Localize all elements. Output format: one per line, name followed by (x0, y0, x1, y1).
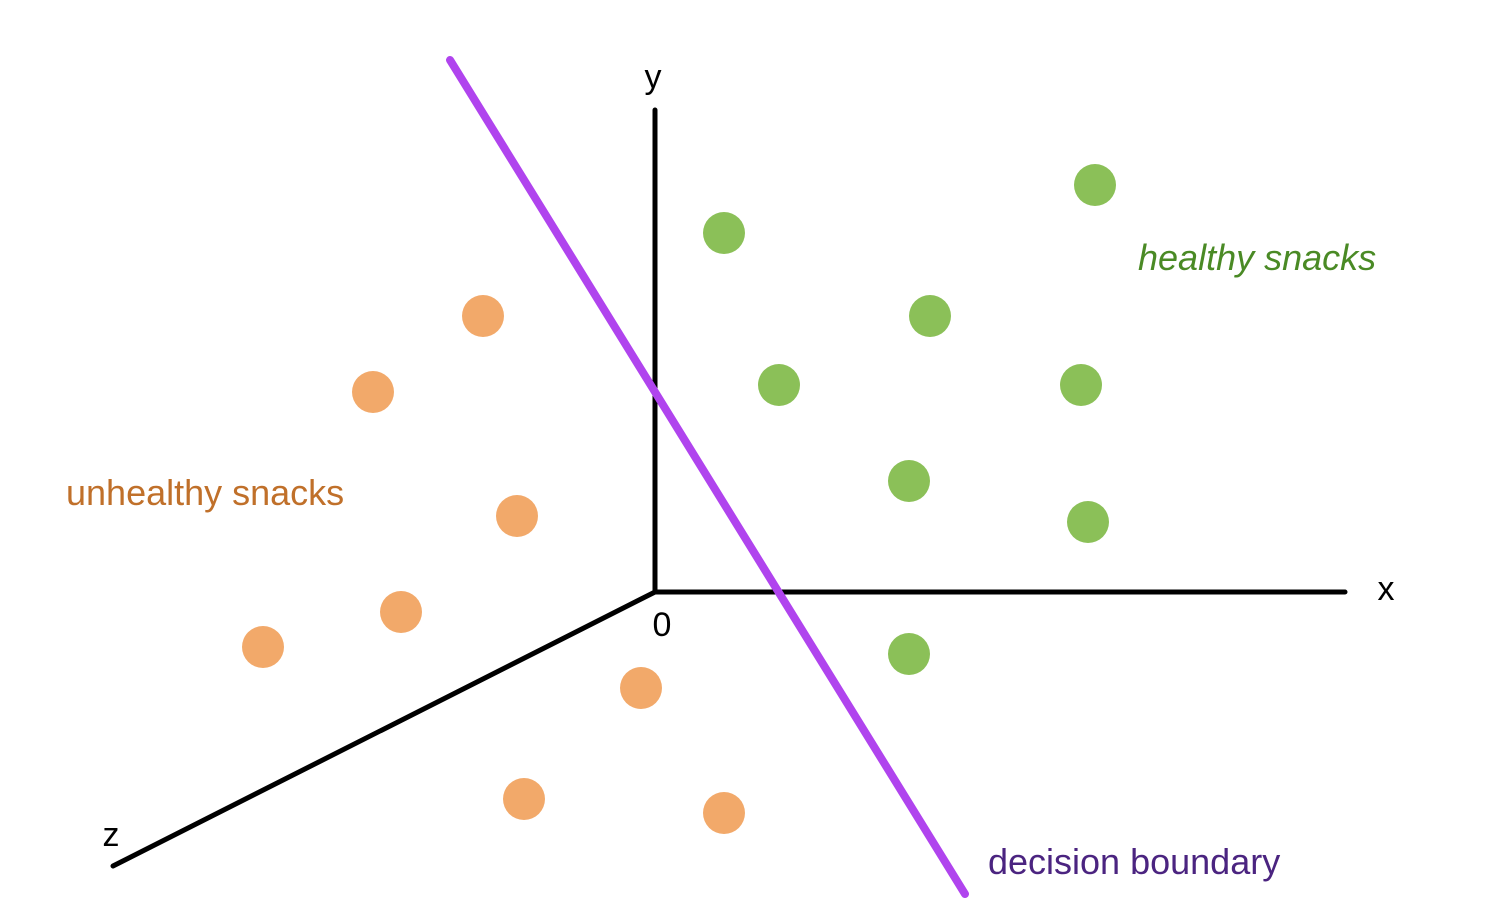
healthy-points-group (703, 164, 1116, 675)
unhealthy-point-8 (703, 792, 745, 834)
x-axis-label: x (1378, 570, 1395, 608)
decision-boundary-label: decision boundary (988, 841, 1280, 882)
unhealthy-point-5 (242, 626, 284, 668)
healthy-snacks-label: healthy snacks (1138, 237, 1376, 278)
healthy-point-5 (1060, 364, 1102, 406)
healthy-point-8 (888, 633, 930, 675)
healthy-point-2 (703, 212, 745, 254)
healthy-point-7 (1067, 501, 1109, 543)
unhealthy-point-4 (380, 591, 422, 633)
origin-label: 0 (653, 606, 672, 644)
z-axis-label: z (103, 816, 120, 854)
unhealthy-point-1 (462, 295, 504, 337)
unhealthy-point-2 (352, 371, 394, 413)
healthy-point-3 (909, 295, 951, 337)
healthy-point-4 (758, 364, 800, 406)
healthy-point-6 (888, 460, 930, 502)
unhealthy-points-group (242, 295, 745, 834)
unhealthy-snacks-label: unhealthy snacks (66, 472, 344, 513)
unhealthy-point-3 (496, 495, 538, 537)
healthy-point-1 (1074, 164, 1116, 206)
unhealthy-point-7 (503, 778, 545, 820)
unhealthy-point-6 (620, 667, 662, 709)
decision-boundary-line (446, 56, 969, 898)
z-axis (110, 589, 658, 869)
y-axis-label: y (645, 58, 662, 96)
